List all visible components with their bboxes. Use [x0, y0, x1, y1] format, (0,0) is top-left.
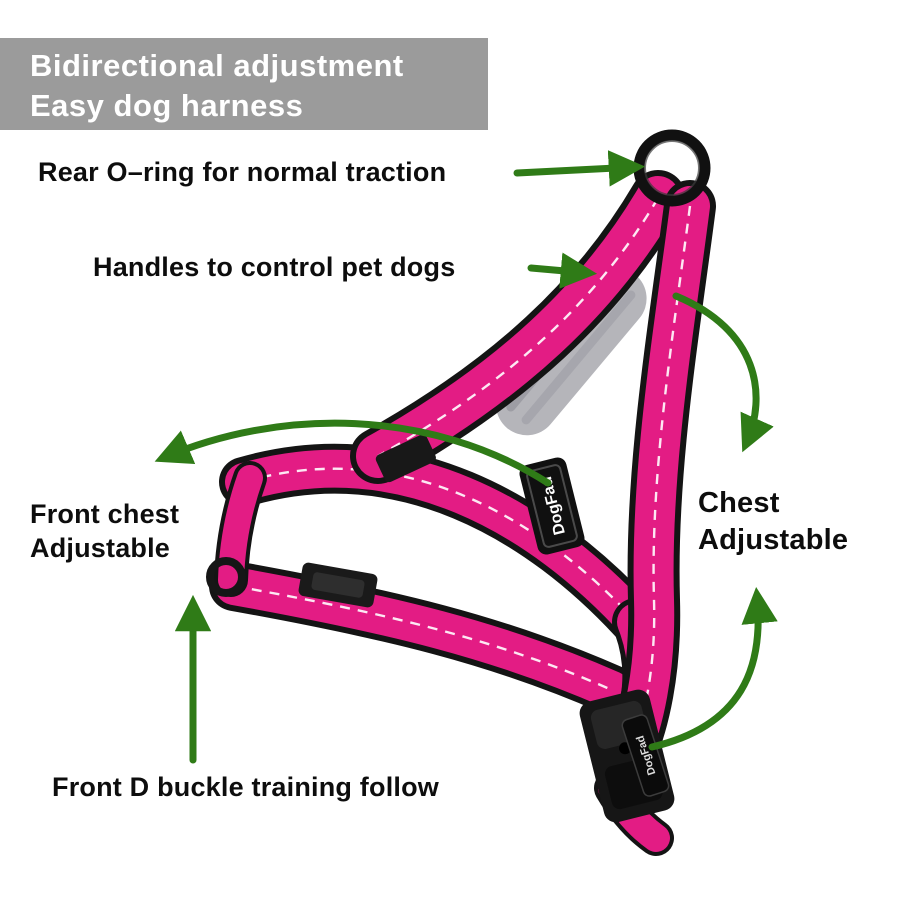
arrow-rear-oring: [513, 150, 646, 187]
chest-strap-lower: [209, 561, 637, 715]
banner: Bidirectional adjustment Easy dog harnes…: [0, 38, 488, 130]
buckle-brand-tag: DogFad: [621, 714, 670, 797]
shoulder-strap: [350, 170, 686, 484]
harness-illustration: DogFad DogFad: [206, 129, 716, 856]
annotation-handles: Handles to control pet dogs: [93, 252, 456, 282]
annotation-front-chest-line2: Adjustable: [30, 533, 171, 564]
chest-strap-connector: [214, 461, 267, 597]
brand-label-tag: DogFad: [519, 457, 585, 555]
arrow-chest-lower-curve: [648, 586, 778, 751]
annotation-chest-line2: Adjustable: [698, 523, 849, 556]
annotation-front-d-buckle: Front D buckle training follow: [52, 772, 439, 802]
front-d-ring: [206, 557, 246, 597]
chest-strap-upper: [219, 443, 663, 649]
arrow-chest-upper-curve: [672, 292, 774, 453]
arrow-front-chest-curve: [154, 419, 552, 487]
annotation-front-chest: Front chest Adjustable: [30, 497, 179, 565]
shoulder-slide-adjuster: [375, 434, 436, 483]
banner-line-1: Bidirectional adjustment: [30, 48, 404, 83]
callout-arrows: [154, 150, 778, 764]
annotation-rear-oring: Rear O–ring for normal traction: [38, 157, 447, 187]
annotation-chest-line1: Chest: [698, 487, 780, 519]
arrow-handles: [527, 252, 598, 289]
banner-line-2: Easy dog harness: [30, 87, 304, 123]
annotation-chest: Chest Adjustable: [698, 485, 848, 558]
chest-slide-adjuster: [298, 562, 378, 608]
annotation-front-chest-line1: Front chest: [30, 499, 180, 529]
quick-release-buckle: DogFad: [579, 689, 675, 823]
